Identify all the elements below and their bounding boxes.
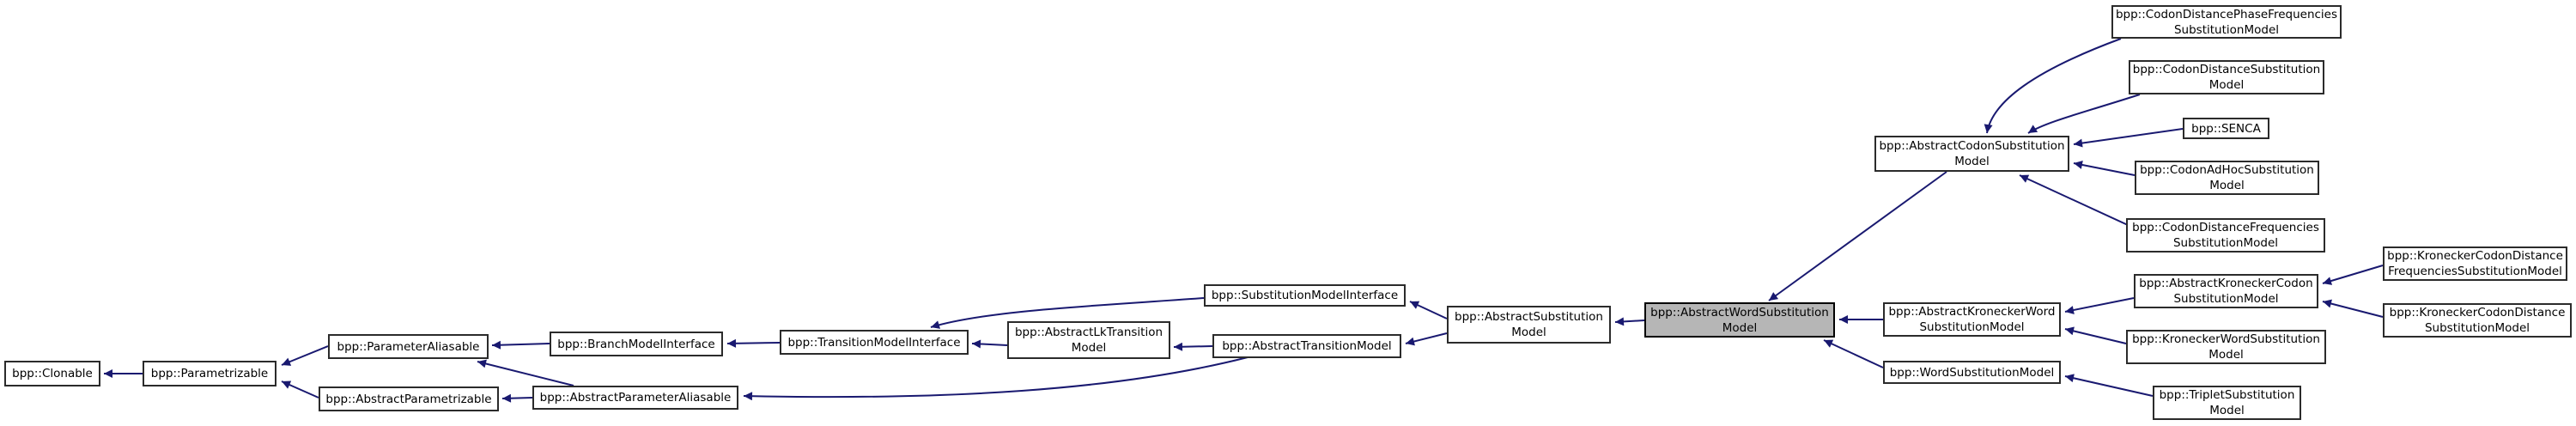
node-bpp-abstract-word-substitution-model: bpp::AbstractWordSubstitution Model — [1644, 302, 1835, 338]
edge-abstract-parameter-aliasable-to-parameter-aliasable — [477, 359, 574, 386]
node-bpp-transition-model-interface[interactable]: bpp::TransitionModelInterface — [780, 330, 969, 355]
edge-codon-distance-frequencies-to-abstract-codon — [2019, 174, 2129, 226]
node-bpp-abstract-codon-substitution-model[interactable]: bpp::AbstractCodonSubstitution Model — [1874, 136, 2069, 172]
edge-abstract-substitution-model-to-substitution-model-interface — [1409, 301, 1448, 320]
node-bpp-abstract-kronecker-word-substitution-model[interactable]: bpp::AbstractKroneckerWord SubstitutionM… — [1883, 302, 2061, 337]
node-bpp-senca[interactable]: bpp::SENCA — [2183, 118, 2269, 139]
edge-abstract-kronecker-codon-to-abstract-kronecker-word — [2064, 297, 2135, 314]
edge-kronecker-codon-distance-substitution-to-abstract-kronecker-codon — [2322, 299, 2384, 318]
node-bpp-clonable[interactable]: bpp::Clonable — [4, 361, 100, 386]
node-bpp-kronecker-word-substitution-model[interactable]: bpp::KroneckerWordSubstitution Model — [2126, 330, 2326, 364]
edge-parameter-aliasable-to-parametrizable — [281, 345, 329, 366]
node-bpp-word-substitution-model[interactable]: bpp::WordSubstitutionModel — [1883, 361, 2061, 384]
edge-kronecker-codon-distance-frequencies-to-abstract-kronecker-codon — [2322, 265, 2384, 285]
node-bpp-abstract-parametrizable[interactable]: bpp::AbstractParametrizable — [319, 386, 499, 411]
node-bpp-abstract-substitution-model[interactable]: bpp::AbstractSubstitution Model — [1447, 306, 1611, 344]
node-bpp-kronecker-codon-distance-substitution-model[interactable]: bpp::KroneckerCodonDistance Substitution… — [2383, 303, 2572, 338]
edge-substitution-model-interface-to-transition-model-interface — [930, 297, 1205, 329]
edge-branch-model-interface-to-parameter-aliasable — [491, 340, 550, 350]
edge-senca-to-abstract-codon — [2073, 128, 2184, 148]
node-bpp-codon-distance-substitution-model[interactable]: bpp::CodonDistanceSubstitution Model — [2129, 60, 2324, 94]
edge-abstract-transition-model-to-abstract-lk-transition-model — [1173, 342, 1213, 351]
node-bpp-codon-adhoc-substitution-model[interactable]: bpp::CodonAdHocSubstitution Model — [2135, 161, 2319, 195]
edge-kronecker-word-substitution-to-abstract-kronecker-word — [2064, 326, 2127, 344]
edge-transition-model-interface-to-branch-model-interface — [726, 338, 781, 348]
edge-abstract-codon-substitution-model-to-abstract-word-substitution-model — [1768, 171, 1947, 301]
edge-abstract-parameter-aliasable-to-abstract-parametrizable — [501, 393, 533, 403]
node-bpp-kronecker-codon-distance-frequencies-substitution-model[interactable]: bpp::KroneckerCodonDistance FrequenciesS… — [2383, 246, 2567, 281]
node-bpp-substitution-model-interface[interactable]: bpp::SubstitutionModelInterface — [1204, 284, 1406, 307]
node-bpp-abstract-parameter-aliasable[interactable]: bpp::AbstractParameterAliasable — [532, 386, 738, 410]
edge-abstract-word-substitution-model-to-abstract-substitution-model — [1614, 317, 1645, 326]
edge-abstract-lk-transition-model-to-transition-model-interface — [971, 339, 1008, 349]
node-bpp-abstract-lk-transition-model[interactable]: bpp::AbstractLkTransition Model — [1007, 321, 1170, 359]
edge-codon-distance-phase-frequencies-to-abstract-codon — [1984, 38, 2122, 134]
edge-abstract-transition-model-to-abstract-parameter-aliasable — [743, 356, 1249, 401]
node-bpp-abstract-kronecker-codon-substitution-model[interactable]: bpp::AbstractKroneckerCodon Substitution… — [2134, 274, 2318, 308]
node-bpp-branch-model-interface[interactable]: bpp::BranchModelInterface — [550, 332, 723, 356]
node-bpp-codon-distance-frequencies-substitution-model[interactable]: bpp::CodonDistanceFrequencies Substituti… — [2126, 218, 2325, 253]
edge-word-substitution-model-to-abstract-word — [1823, 339, 1884, 368]
node-bpp-triplet-substitution-model[interactable]: bpp::TripletSubstitution Model — [2153, 386, 2301, 420]
edge-abstract-substitution-model-to-abstract-transition-model — [1405, 332, 1448, 346]
node-bpp-parametrizable[interactable]: bpp::Parametrizable — [143, 361, 276, 386]
edge-codon-distance-substitution-to-abstract-codon — [2027, 94, 2141, 134]
edge-abstract-parametrizable-to-parametrizable — [281, 380, 319, 399]
node-bpp-abstract-transition-model[interactable]: bpp::AbstractTransitionModel — [1212, 334, 1401, 358]
edge-triplet-substitution-to-word-substitution-model — [2064, 374, 2154, 397]
node-bpp-parameter-aliasable[interactable]: bpp::ParameterAliasable — [328, 334, 489, 359]
edge-codon-adhoc-to-abstract-codon — [2073, 161, 2136, 176]
node-bpp-codon-distance-phase-frequencies-substitution-model[interactable]: bpp::CodonDistancePhaseFrequencies Subst… — [2111, 5, 2342, 39]
